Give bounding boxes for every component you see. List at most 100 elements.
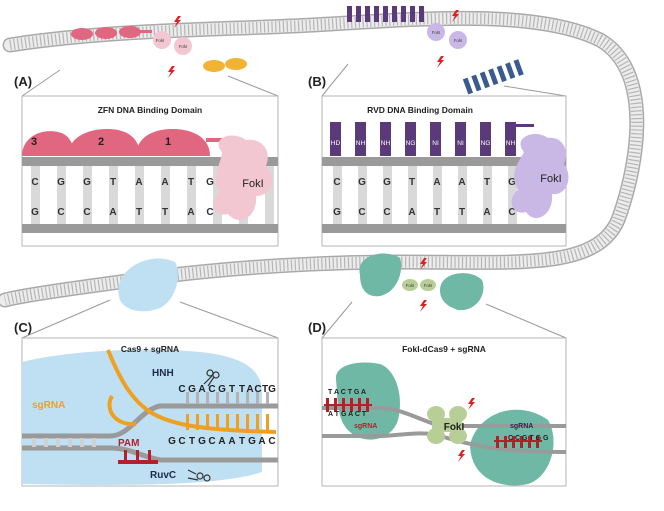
panel-a-bottom-base: T <box>162 207 168 218</box>
panel-b-top-base: A <box>458 177 465 188</box>
panel-c-bottom-base: A <box>218 436 225 447</box>
scissors-icon <box>203 369 220 387</box>
panel-a-bottom-base: A <box>187 207 194 218</box>
panel-a: (A) ZFN DNA Binding Domain C G G T A A <box>14 74 279 247</box>
panel-c-bottom-base: A <box>228 436 235 447</box>
panel-b-letter: (B) <box>308 74 326 89</box>
panel-a-top-base: G <box>83 177 91 188</box>
panel-a-bottom-base: T <box>136 207 142 218</box>
panel-b-bottom-base: A <box>408 207 415 218</box>
panel-c-bottom-base: C <box>208 436 215 447</box>
panel-b-bottom-base: C <box>358 207 365 218</box>
ribbon-zfn-left: FokI FokI <box>71 26 247 72</box>
panel-c-top-base: G <box>268 384 276 395</box>
panel-d-right-seq: C C G T G G <box>508 435 549 442</box>
panel-a-top-base: A <box>161 177 168 188</box>
ribbon-talen-fokI-2: FokI <box>454 38 463 43</box>
panel-c-top-base: C <box>208 384 215 395</box>
panel-c-top-base: A <box>198 384 205 395</box>
panel-a-bottom-base: G <box>31 207 39 218</box>
panel-b-top-base: A <box>433 177 440 188</box>
panel-b-top-base: G <box>358 177 366 188</box>
panel-b-top-base: G <box>508 177 516 188</box>
panel-b-bottom-base: A <box>483 207 490 218</box>
panel-d-left-bottom-seq: A T G A C T <box>328 411 367 418</box>
panel-b-bottom-base: T <box>459 207 465 218</box>
zf-number-1: 1 <box>165 136 171 148</box>
rvd-label: NH <box>506 140 516 147</box>
sgrna-label: sgRNA <box>32 400 65 411</box>
panel-a-top-base: T <box>110 177 116 188</box>
panel-d-left-top-seq: T A C T G A <box>328 389 366 396</box>
rvd-label: HD <box>331 140 341 147</box>
panel-b-top-base: C <box>333 177 340 188</box>
panel-c-top-base: T <box>262 384 268 395</box>
panel-c-bottom-base: C <box>178 436 185 447</box>
hnh-label: HNH <box>152 368 174 379</box>
zoom-lines <box>21 63 567 339</box>
ribbon-talen-fokI-1: FokI <box>432 30 441 35</box>
zf-number-2: 2 <box>98 136 104 148</box>
panel-b-bottom-base: C <box>508 207 515 218</box>
ribbon-fokI-label-1: FokI <box>156 38 165 43</box>
panel-a-bottom-base: C <box>83 207 90 218</box>
cut-bolt-icon <box>458 450 465 462</box>
panel-d-fokI-label: FokI <box>444 422 465 433</box>
panel-c-top-base: G <box>188 384 196 395</box>
panel-b-top-base: T <box>484 177 490 188</box>
panel-a-title: ZFN DNA Binding Domain <box>98 105 203 115</box>
panel-b-title: RVD DNA Binding Domain <box>367 105 473 115</box>
panel-a-fokI-label: FokI <box>242 178 263 190</box>
panel-a-top-base: T <box>188 177 194 188</box>
panel-c-top-base: A <box>246 384 253 395</box>
panel-a-top-base: G <box>57 177 65 188</box>
rvd-label: NI <box>457 140 464 147</box>
panel-c-bottom-base: G <box>198 436 206 447</box>
ruvc-label: RuvC <box>150 470 176 481</box>
panel-a-bottom-base: A <box>109 207 116 218</box>
panel-c-top-base: T <box>239 384 245 395</box>
panel-b-fokI-label: FokI <box>540 173 561 185</box>
cut-bolt-icon <box>468 398 475 410</box>
panel-d-title: FokI-dCas9 + sgRNA <box>402 344 486 354</box>
panel-c-bottom-base: C <box>268 436 275 447</box>
ribbon-fokI-dcas9: FokI FokI <box>359 253 484 312</box>
panel-d-letter: (D) <box>308 320 326 335</box>
panel-d: (D) FokI-dCas9 + sgRNA T A C <box>308 320 567 487</box>
panel-d-left-sgrna: sgRNA <box>354 423 377 430</box>
panel-b-top-base: G <box>383 177 391 188</box>
panel-c-bottom-base: A <box>258 436 265 447</box>
panel-a-bottom-base: C <box>57 207 64 218</box>
panel-c-letter: (C) <box>14 320 32 335</box>
rvd-label: NI <box>432 140 439 147</box>
panel-a-top-base: G <box>206 177 214 188</box>
panel-b-bottom-base: G <box>333 207 341 218</box>
panel-b-bottom-base: C <box>383 207 390 218</box>
panel-b: (B) RVD DNA Binding Domain C G G T A A T… <box>308 74 569 247</box>
scissors-icon <box>187 469 211 482</box>
panel-a-letter: (A) <box>14 74 32 89</box>
panel-c-top-base: T <box>229 384 235 395</box>
pam-label: PAM <box>118 438 139 449</box>
rvd-label: NH <box>381 140 391 147</box>
ribbon-talen: FokI FokI <box>347 6 524 95</box>
panel-a-top-base: A <box>135 177 142 188</box>
ribbon-cas9 <box>118 258 178 312</box>
ribbon-fokI-label-2: FokI <box>179 44 188 49</box>
panel-c-top-base: C <box>254 384 261 395</box>
panel-c-top-base: C <box>178 384 185 395</box>
ribbon-cut-bolt-left <box>168 16 181 78</box>
panel-c-bottom-base: T <box>239 436 245 447</box>
panel-a-top-base: C <box>31 177 38 188</box>
panel-d-right-sgrna: sgRNA <box>510 423 533 430</box>
panel-c-bottom-base: G <box>168 436 176 447</box>
panel-c: (C) Cas9 + sgRNA <box>14 320 279 487</box>
rvd-label: NH <box>356 140 366 147</box>
panel-c-bottom-base: T <box>189 436 195 447</box>
zf-number-3: 3 <box>31 136 37 148</box>
panel-c-title: Cas9 + sgRNA <box>121 344 179 354</box>
rvd-label: NG <box>481 140 491 147</box>
panel-b-top-base: T <box>409 177 415 188</box>
